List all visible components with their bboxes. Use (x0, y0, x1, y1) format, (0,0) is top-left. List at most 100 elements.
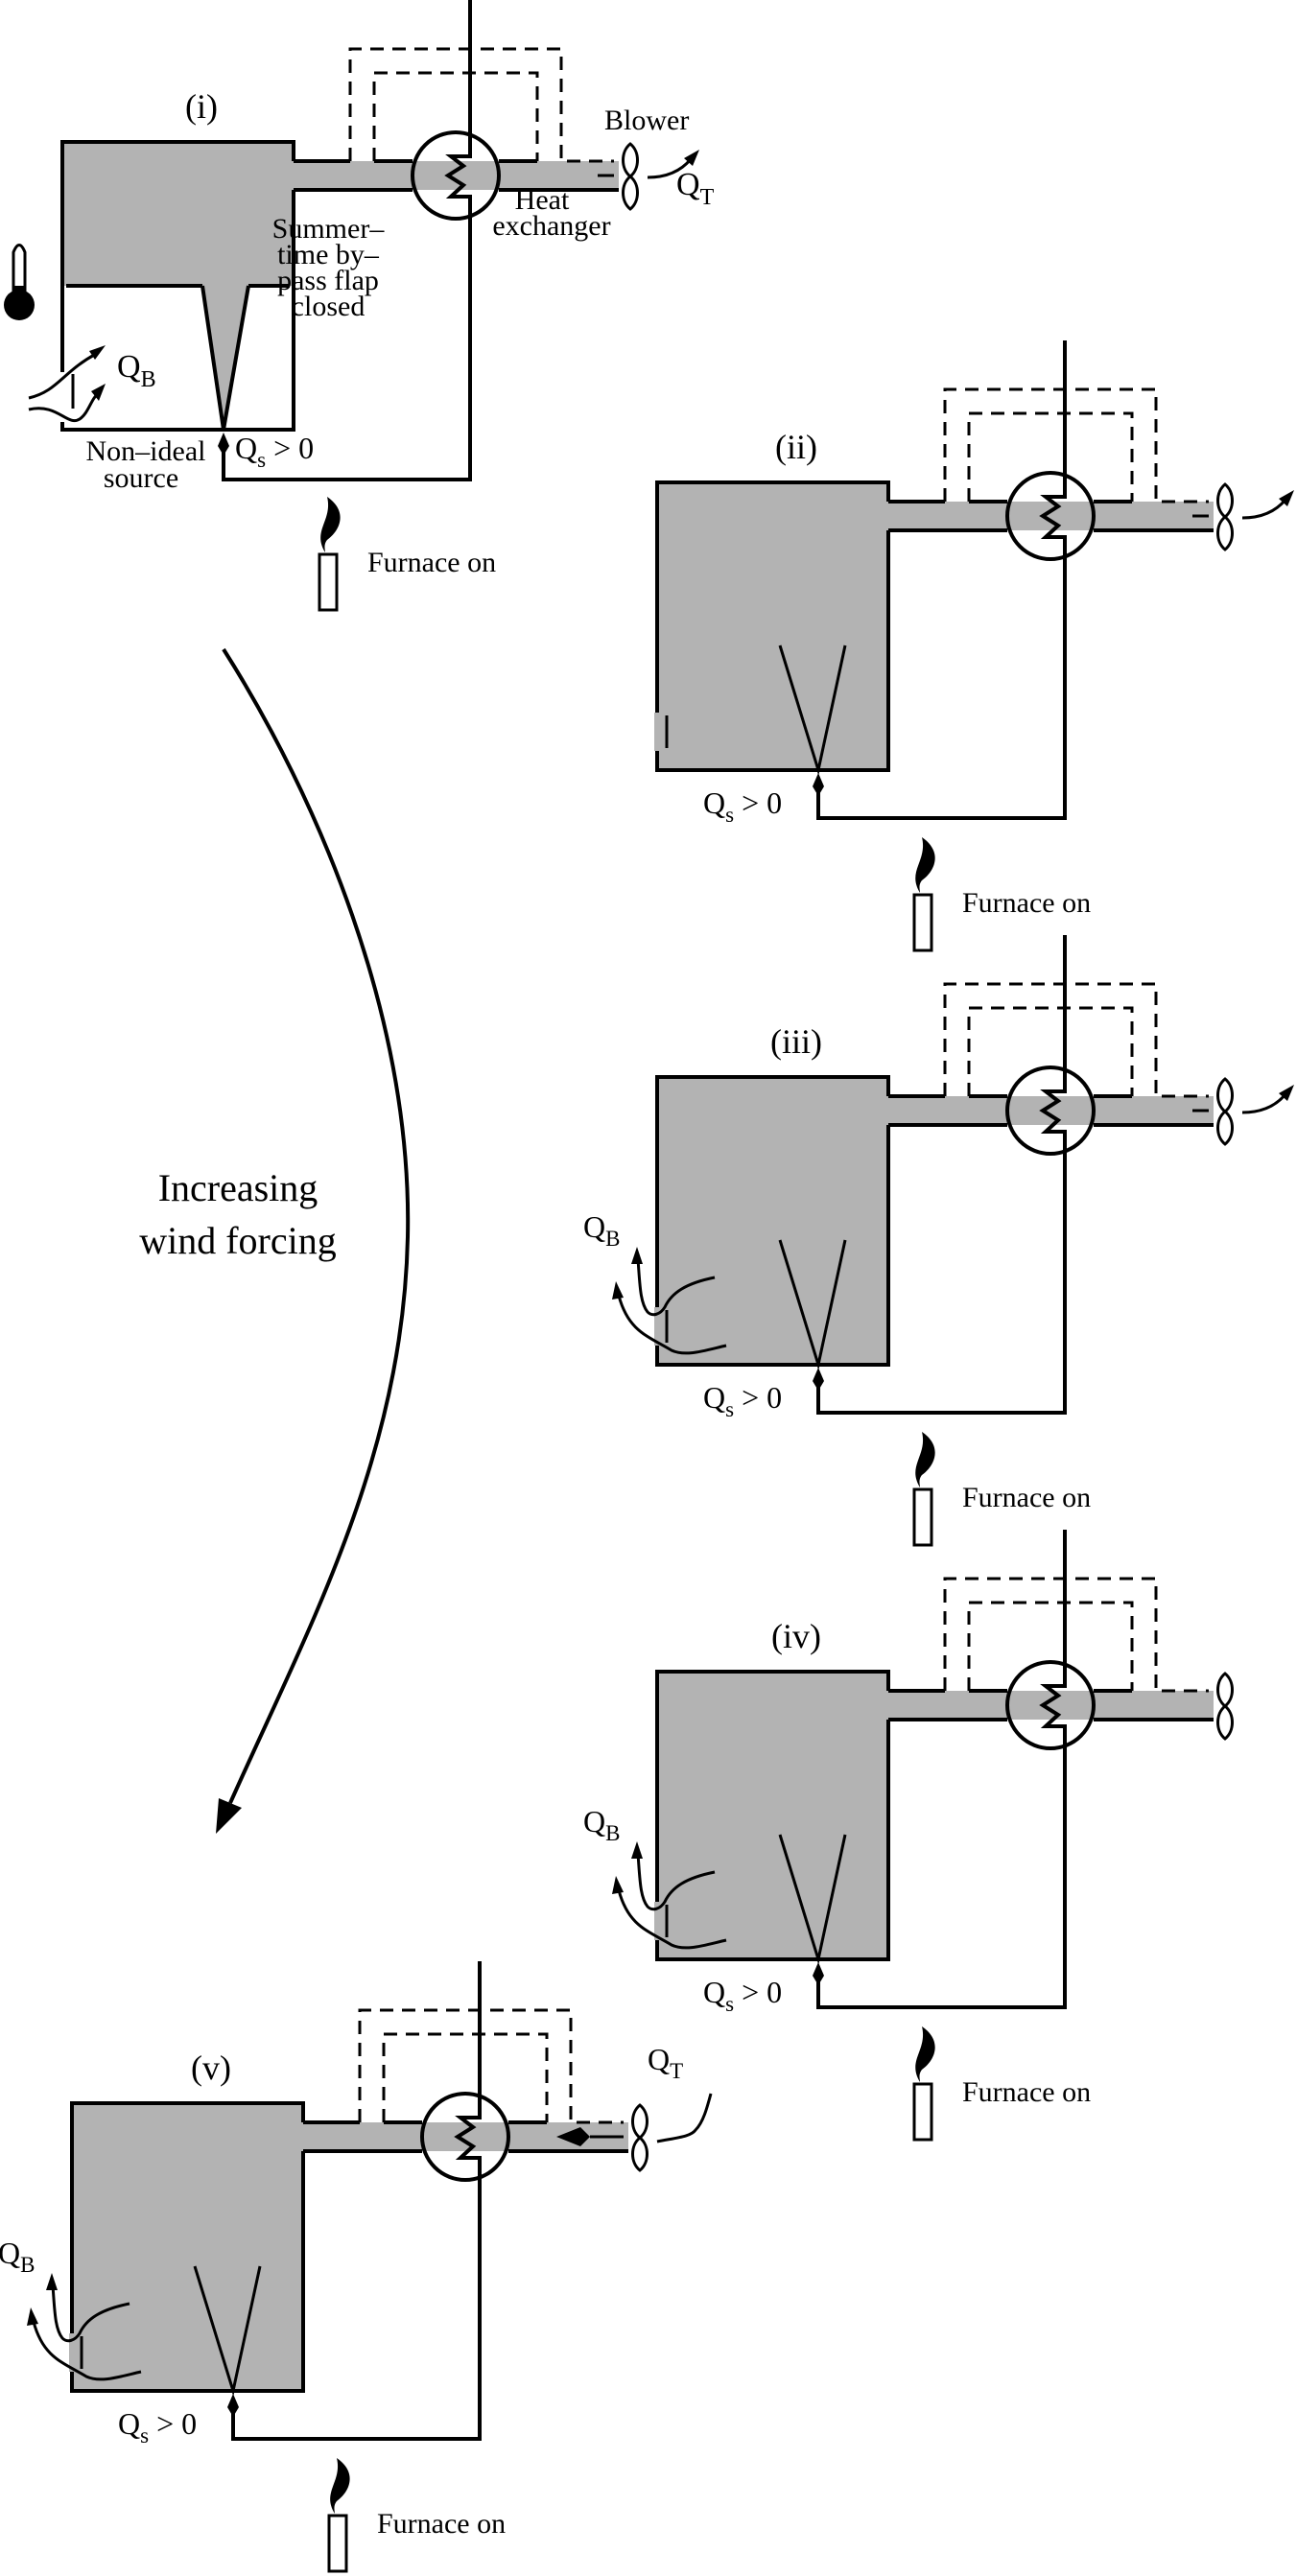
plume-outline (193, 2265, 262, 2397)
panel-label: (ii) (775, 428, 817, 466)
heating-pipe (231, 1961, 482, 2441)
bypass-inner-duct (382, 2032, 549, 2122)
source-diamond-icon (218, 433, 229, 456)
furnace-flame-icon (320, 497, 341, 552)
qb-arrowhead-icon (612, 1876, 624, 1894)
qb-arrowhead-icon (91, 384, 106, 401)
blower-blade-upper (1216, 1077, 1234, 1113)
furnace-candle-icon (912, 2082, 933, 2142)
source-diamond-icon (813, 1962, 824, 1985)
trend-arrowhead-icon (216, 1798, 242, 1834)
qs-label: Qs > 0 (235, 431, 314, 472)
duct-fill (888, 502, 1214, 530)
plume-outline (778, 1239, 847, 1370)
heating-pipe (816, 340, 1067, 820)
bypass-inner-duct (967, 1006, 1134, 1096)
room-fill (72, 2103, 303, 2391)
qb-outflow-lower (617, 1295, 727, 1355)
blower-label: Blower (604, 105, 689, 136)
qb-arrowhead-icon (89, 345, 106, 360)
wall-opening (654, 1902, 662, 1940)
source-diamond-icon (813, 773, 824, 796)
qb-outflow-lower (32, 2321, 142, 2381)
room-wall (655, 1075, 890, 1367)
room-wall (655, 480, 890, 772)
thermometer-bulb-icon (4, 290, 35, 320)
duct-fill (294, 161, 619, 190)
furnace-flame-icon (915, 837, 935, 893)
blower-blade-upper (631, 2103, 648, 2140)
plume-fill (202, 286, 248, 430)
qb-outflow-upper (636, 1258, 716, 1317)
panel-label: (v) (191, 2049, 231, 2087)
plume-outline (778, 644, 847, 776)
qb-label: QB (583, 1804, 620, 1845)
increasing-wind-forcing-arrow: Increasing wind forcing (139, 647, 411, 1834)
furnace-flame-icon (330, 2458, 350, 2514)
heat-exchanger-icon (411, 130, 501, 221)
furnace-candle-icon (318, 552, 339, 612)
blower-blade-lower (631, 2136, 648, 2172)
qt-arrowhead-icon (684, 150, 699, 166)
source-diamond-icon (813, 1368, 824, 1391)
panel-iv: (iv) Qs > 0 Furnace on QB (583, 1530, 1234, 2142)
qt-outflow-arrow (647, 158, 693, 179)
furnace-label: Furnace on (367, 547, 496, 578)
bypass-outer-duct (943, 982, 1209, 1098)
wall-opening (69, 2333, 77, 2372)
panel-label: (i) (185, 87, 218, 126)
qt-inflow-arrowhead-icon (556, 2127, 590, 2146)
heat-exchanger-icon (420, 2092, 510, 2182)
bypass-outer-duct (348, 47, 614, 163)
qt-arrowhead-icon (1279, 1085, 1294, 1101)
furnace-label: Furnace on (962, 2076, 1091, 2108)
bypass-inner-duct (967, 1601, 1134, 1691)
heat-exchanger-icon (1005, 1660, 1096, 1750)
furnace-flame-icon (915, 1432, 935, 1487)
qb-label: QB (117, 349, 156, 392)
qb-label: QB (0, 2236, 35, 2277)
room-wall (60, 140, 295, 432)
trend-curve (222, 647, 411, 1804)
wall-opening (654, 713, 662, 751)
bypass-inner-duct (372, 71, 539, 161)
room-wall (70, 2101, 305, 2393)
furnace-label: Furnace on (962, 887, 1091, 919)
heating-pipe (816, 935, 1067, 1415)
furnace-flame-icon (915, 2026, 935, 2082)
plume-outline (200, 285, 250, 431)
plume-outline (778, 1834, 847, 1965)
qt-label: QT (676, 167, 715, 210)
bypass-inner-duct (967, 411, 1134, 502)
qb-outflow-upper (636, 1853, 716, 1911)
duct-fill (888, 1096, 1214, 1125)
heating-pipe (816, 1530, 1067, 2009)
qb-inflow-lower (28, 391, 100, 423)
qb-arrowhead-icon (46, 2273, 58, 2290)
wall-opening (654, 1307, 662, 1346)
qb-label: QB (583, 1209, 620, 1251)
warm-air-layer (62, 142, 294, 286)
qb-inflow-upper (28, 352, 97, 400)
qs-label: Qs > 0 (703, 1975, 782, 2016)
heat-exchanger-icon (1005, 471, 1096, 561)
heat-exchanger-icon (1005, 1066, 1096, 1156)
qb-arrowhead-icon (612, 1281, 624, 1300)
bypass-outer-duct (943, 1577, 1209, 1693)
furnace-label: Furnace on (377, 2508, 506, 2540)
blower-blade-upper (622, 142, 639, 178)
qb-outflow-lower (617, 1889, 727, 1950)
blower-blade-upper (1216, 1672, 1234, 1708)
thermometer-icon (12, 244, 27, 305)
furnace-candle-icon (912, 1487, 933, 1547)
panel-label: (iv) (771, 1617, 821, 1655)
furnace-candle-icon (912, 893, 933, 952)
blower-blade-lower (1216, 515, 1234, 551)
bypass-outer-duct (943, 387, 1209, 503)
furnace-label: Furnace on (962, 1482, 1091, 1513)
qs-label: Qs > 0 (703, 1380, 782, 1421)
